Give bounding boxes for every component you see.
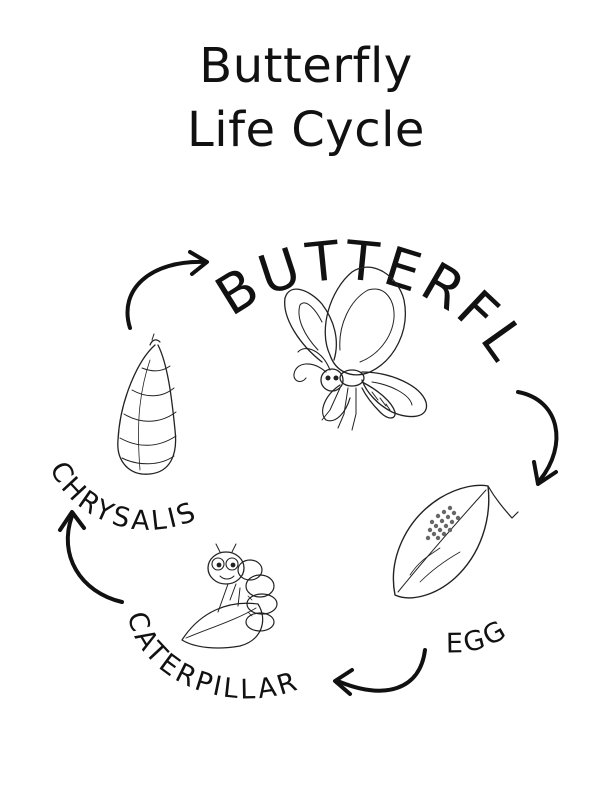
arrow-caterpillar-to-chrysalis-icon bbox=[58, 510, 124, 604]
stage-label-chrysalis: CHRYSALIS bbox=[43, 456, 202, 537]
chrysalis-illustration-icon bbox=[117, 333, 177, 475]
stage-label-egg: EGG bbox=[446, 614, 514, 660]
butterfly-illustration-icon bbox=[284, 266, 428, 431]
stage-label-caterpillar: CATERPILLAR bbox=[121, 608, 304, 705]
page-title-line-1: Butterfly bbox=[199, 38, 413, 94]
page-title-line-2: Life Cycle bbox=[187, 102, 425, 158]
caterpillar-illustration-icon bbox=[181, 543, 278, 649]
stage-label-butterfly: BUTTERFLY bbox=[0, 0, 537, 371]
leaf-with-eggs-illustration-icon bbox=[392, 484, 519, 599]
arrow-egg-to-caterpillar-icon bbox=[333, 648, 427, 696]
arrow-butterfly-to-egg-icon bbox=[516, 390, 559, 486]
arrow-chrysalis-to-butterfly-icon bbox=[125, 250, 209, 330]
